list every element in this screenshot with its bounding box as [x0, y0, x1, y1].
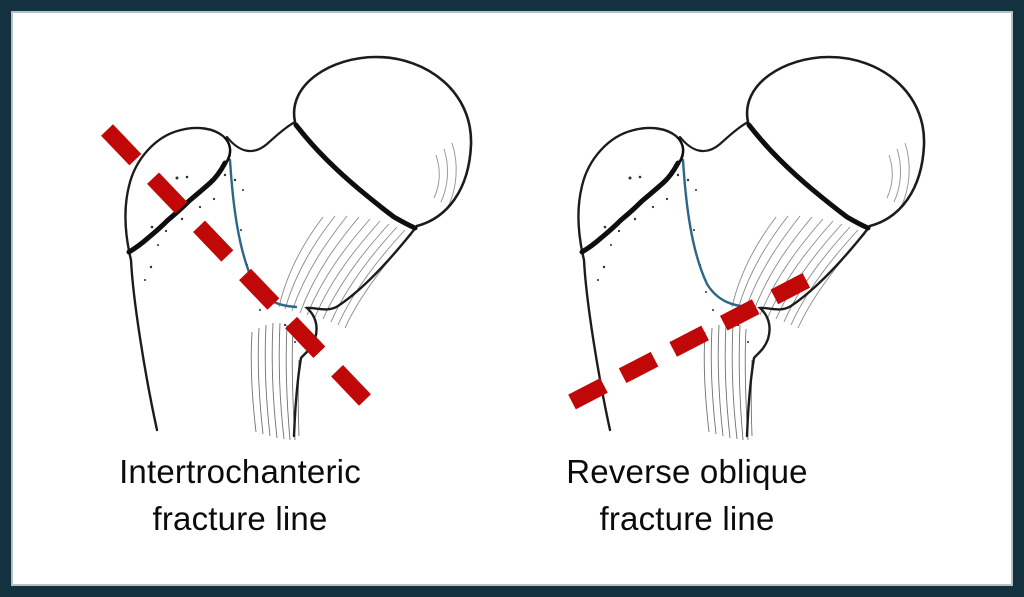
caption-line-1: Intertrochanteric [119, 453, 361, 490]
reverse-oblique-fracture-line-overlay [568, 272, 811, 410]
caption-line-1: Reverse oblique [566, 453, 808, 490]
caption-intertrochanteric: Intertrochanteric fracture line [15, 448, 465, 542]
caption-line-2: fracture line [599, 500, 775, 537]
panel-reverse-oblique: Reverse oblique fracture line [508, 30, 958, 537]
femur-illustration [101, 30, 505, 455]
caption-line-2: fracture line [152, 500, 328, 537]
intertrochanteric-fracture-line-overlay [101, 124, 371, 406]
panel-intertrochanteric: Intertrochanteric fracture line [55, 30, 505, 537]
femur-illustration [568, 30, 958, 455]
caption-reverse-oblique: Reverse oblique fracture line [462, 448, 912, 542]
